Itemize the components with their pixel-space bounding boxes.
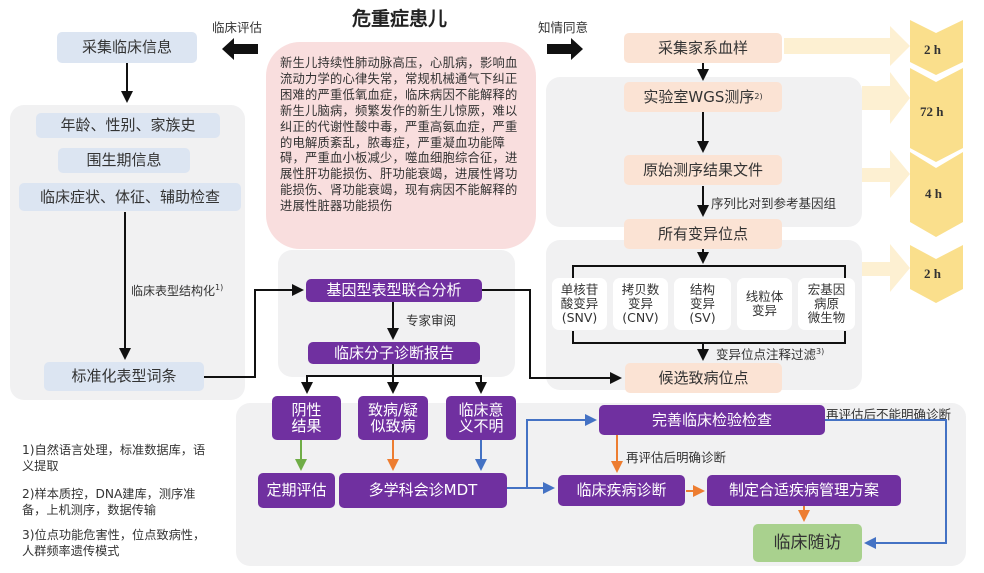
- left-thick-arrow-icon: [222, 38, 258, 60]
- timeline-arrow-3: [862, 150, 910, 198]
- standard-phenotype-terms-box: 标准化表型词条: [44, 362, 204, 391]
- clinical-evaluation-label: 临床评估: [212, 20, 263, 35]
- footnote-1: 1)自然语言处理，标准数据库，语义提取: [22, 443, 206, 473]
- collect-family-blood-box: 采集家系血样: [624, 33, 782, 63]
- reevaluation-unconfirmed-label: 再评估后不能明确诊断: [826, 407, 952, 422]
- collect-clinical-info-box: 采集临床信息: [57, 32, 197, 63]
- clinical-item-demographics: 年龄、性别、家族史: [36, 113, 220, 138]
- expert-review-label: 专家审阅: [406, 313, 457, 328]
- chevron-2: [910, 68, 963, 162]
- right-thick-arrow-icon: [547, 38, 583, 60]
- variant-type-mitochondrial: 线粒体变异: [737, 278, 792, 330]
- periodic-evaluation-box: 定期评估: [258, 473, 335, 508]
- alignment-label: 序列比对到参考基因组: [711, 196, 837, 211]
- variant-type-snv: 单核苷酸变异(SNV): [552, 278, 607, 330]
- phenotype-structuring-label: 临床表型结构化1): [131, 283, 224, 298]
- chevron-4: [910, 245, 963, 303]
- raw-sequencing-files-box: 原始测序结果文件: [624, 155, 782, 185]
- timeline-arrow-4: [862, 244, 910, 292]
- critical-criteria-text: 新生儿持续性肺动脉高压，心肌病，影响血流动力学的心律失常，常规机械通气下纠正困难…: [280, 56, 518, 214]
- timeline-label-sequencing: 72 h: [920, 104, 944, 119]
- variant-type-cnv: 拷贝数变异(CNV): [613, 278, 668, 330]
- page-title: 危重症患儿: [352, 8, 448, 30]
- report-branch: [306, 375, 487, 394]
- result-negative-box: 阴性结果: [272, 396, 341, 440]
- chevron-3: [910, 152, 963, 237]
- chevron-1: [910, 20, 963, 75]
- footnote-2: 2)样本质控，DNA建库，测序准备，上机测序，数据传输: [22, 487, 196, 517]
- footnote-3: 3)位点功能危害性，位点致病性，人群频率遗传模式: [22, 528, 206, 558]
- clinical-followup-box: 临床随访: [753, 524, 862, 562]
- result-pathogenic-box: 致病/疑似致病: [358, 396, 428, 440]
- clinical-diagnosis-box: 临床疾病诊断: [558, 475, 685, 506]
- clinical-item-perinatal: 围生期信息: [58, 148, 190, 173]
- timeline-arrow-2: [862, 72, 910, 124]
- annotation-filter-label: 变异位点注释过滤3): [716, 346, 825, 362]
- mdt-consultation-box: 多学科会诊MDT: [339, 473, 507, 508]
- timeline-arrow-1: [784, 26, 910, 66]
- informed-consent-label: 知情同意: [538, 20, 589, 35]
- molecular-diagnosis-report-box: 临床分子诊断报告: [308, 342, 480, 364]
- critical-criteria-box: 新生儿持续性肺动脉高压，心肌病，影响血流动力学的心律失常，常规机械通气下纠正困难…: [266, 42, 536, 249]
- timeline-label-collect: 2 h: [924, 42, 941, 57]
- all-variants-box: 所有变异位点: [624, 219, 782, 249]
- variant-type-sv: 结构变异(SV): [674, 278, 731, 330]
- variant-type-metagenomic: 宏基因病原微生物: [798, 278, 855, 330]
- timeline-arrows: [784, 20, 963, 303]
- reevaluation-confirmed-label: 再评估后明确诊断: [626, 450, 727, 465]
- timeline-label-annotation: 2 h: [924, 266, 941, 281]
- improve-clinical-tests-box: 完善临床检验检查: [599, 405, 825, 435]
- management-plan-box: 制定合适疾病管理方案: [707, 475, 901, 506]
- result-vus-box: 临床意义不明: [446, 396, 516, 440]
- candidate-pathogenic-variants-box: 候选致病位点: [625, 363, 782, 393]
- clinical-item-symptoms: 临床症状、体征、辅助检查: [19, 183, 241, 211]
- timeline-label-alignment: 4 h: [925, 186, 942, 201]
- genotype-phenotype-analysis-box: 基因型表型联合分析: [306, 279, 482, 302]
